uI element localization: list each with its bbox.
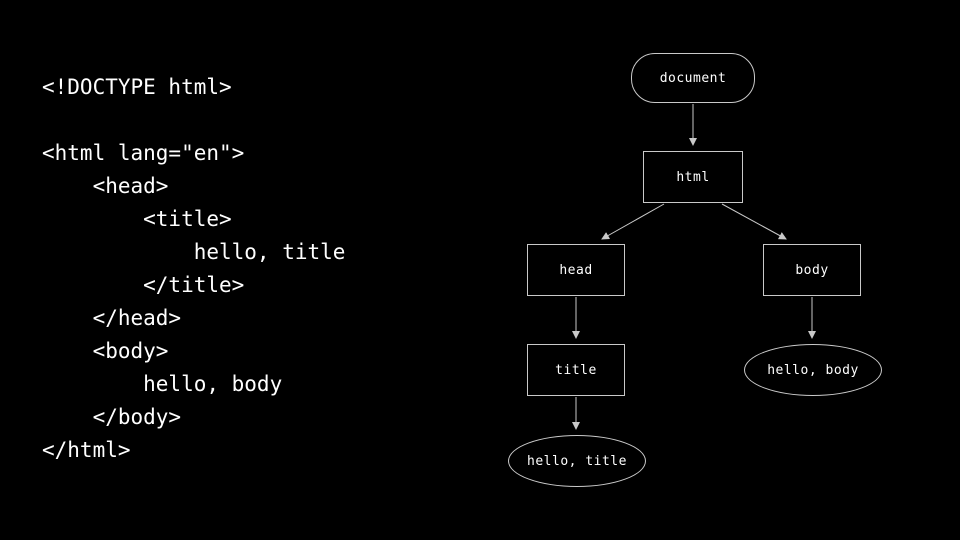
code-line: <html lang="en">	[42, 141, 245, 165]
node-hello-title: hello, title	[508, 435, 646, 487]
code-line: <title>	[42, 207, 232, 231]
node-hello-body: hello, body	[744, 344, 882, 396]
code-line: </body>	[42, 405, 182, 429]
edge-html-head	[601, 203, 665, 240]
code-line: </head>	[42, 306, 182, 330]
code-block: <!DOCTYPE html> <html lang="en"> <head> …	[42, 71, 345, 467]
code-line: <head>	[42, 174, 169, 198]
code-line: <!DOCTYPE html>	[42, 75, 232, 99]
code-line: hello, title	[42, 240, 346, 264]
node-html: html	[643, 151, 743, 203]
code-line: <body>	[42, 339, 169, 363]
code-line: </html>	[42, 438, 131, 462]
edge-html-body	[721, 203, 787, 240]
code-line: hello, body	[42, 372, 283, 396]
node-body: body	[763, 244, 861, 296]
node-title: title	[527, 344, 625, 396]
node-head: head	[527, 244, 625, 296]
code-line: </title>	[42, 273, 245, 297]
node-document: document	[631, 53, 755, 103]
